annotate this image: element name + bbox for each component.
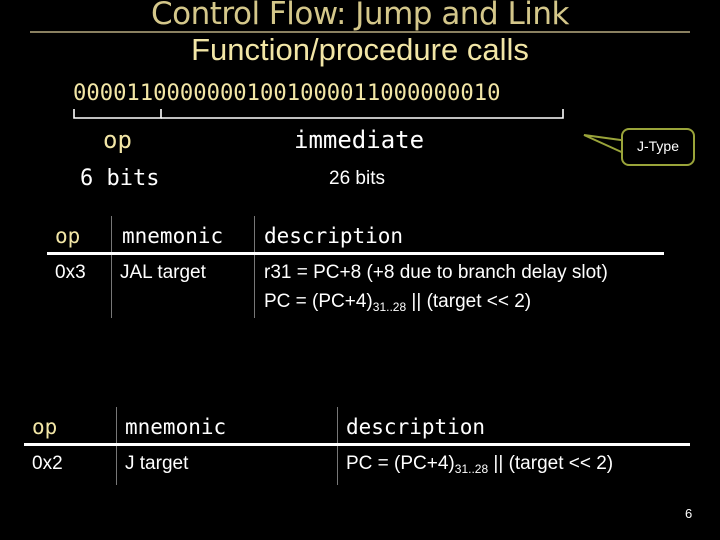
page-number: 6 bbox=[685, 506, 693, 521]
table1-row-desc-line1: r31 = PC+8 (+8 due to branch delay slot) bbox=[264, 262, 608, 283]
table1-header-mnemonic: mnemonic bbox=[122, 224, 224, 248]
table1-row-mnemonic: JAL target bbox=[120, 262, 206, 283]
table1-header-description: description bbox=[264, 224, 404, 248]
table2-row-op: 0x2 bbox=[32, 453, 63, 474]
table1-header-op: op bbox=[55, 224, 81, 248]
table2-divider-2 bbox=[337, 407, 338, 485]
title-divider bbox=[30, 31, 690, 33]
table1-divider-1 bbox=[111, 216, 112, 318]
table2-header-rule bbox=[24, 443, 690, 446]
table2-divider-1 bbox=[116, 407, 117, 485]
table1-divider-2 bbox=[254, 216, 255, 318]
op-field-bracket bbox=[73, 109, 162, 119]
table2-header-op: op bbox=[32, 415, 58, 439]
table1-row-desc-line2: PC = (PC+4)31..28 || (target << 2) bbox=[264, 291, 532, 314]
table2-header-mnemonic: mnemonic bbox=[125, 415, 227, 439]
slide-subtitle: Function/procedure calls bbox=[191, 32, 529, 67]
table2-row-mnemonic: J target bbox=[125, 453, 189, 474]
table1-row-op: 0x3 bbox=[55, 262, 86, 283]
jtype-callout-box bbox=[621, 128, 695, 166]
jtype-callout-label: J-Type bbox=[636, 138, 679, 154]
immediate-field-bracket bbox=[161, 109, 564, 119]
immediate-bit-width: 26 bits bbox=[329, 168, 385, 189]
table2-header-description: description bbox=[346, 415, 486, 439]
table1-header-rule bbox=[47, 252, 664, 255]
table2-row-description: PC = (PC+4)31..28 || (target << 2) bbox=[346, 453, 614, 476]
op-field-label: op bbox=[103, 126, 132, 154]
instruction-bit-string: 00001100000001001000011000000010 bbox=[73, 80, 501, 106]
op-bit-width: 6 bits bbox=[80, 166, 160, 191]
slide-title: Control Flow: Jump and Link bbox=[151, 0, 569, 32]
immediate-field-label: immediate bbox=[294, 126, 425, 154]
